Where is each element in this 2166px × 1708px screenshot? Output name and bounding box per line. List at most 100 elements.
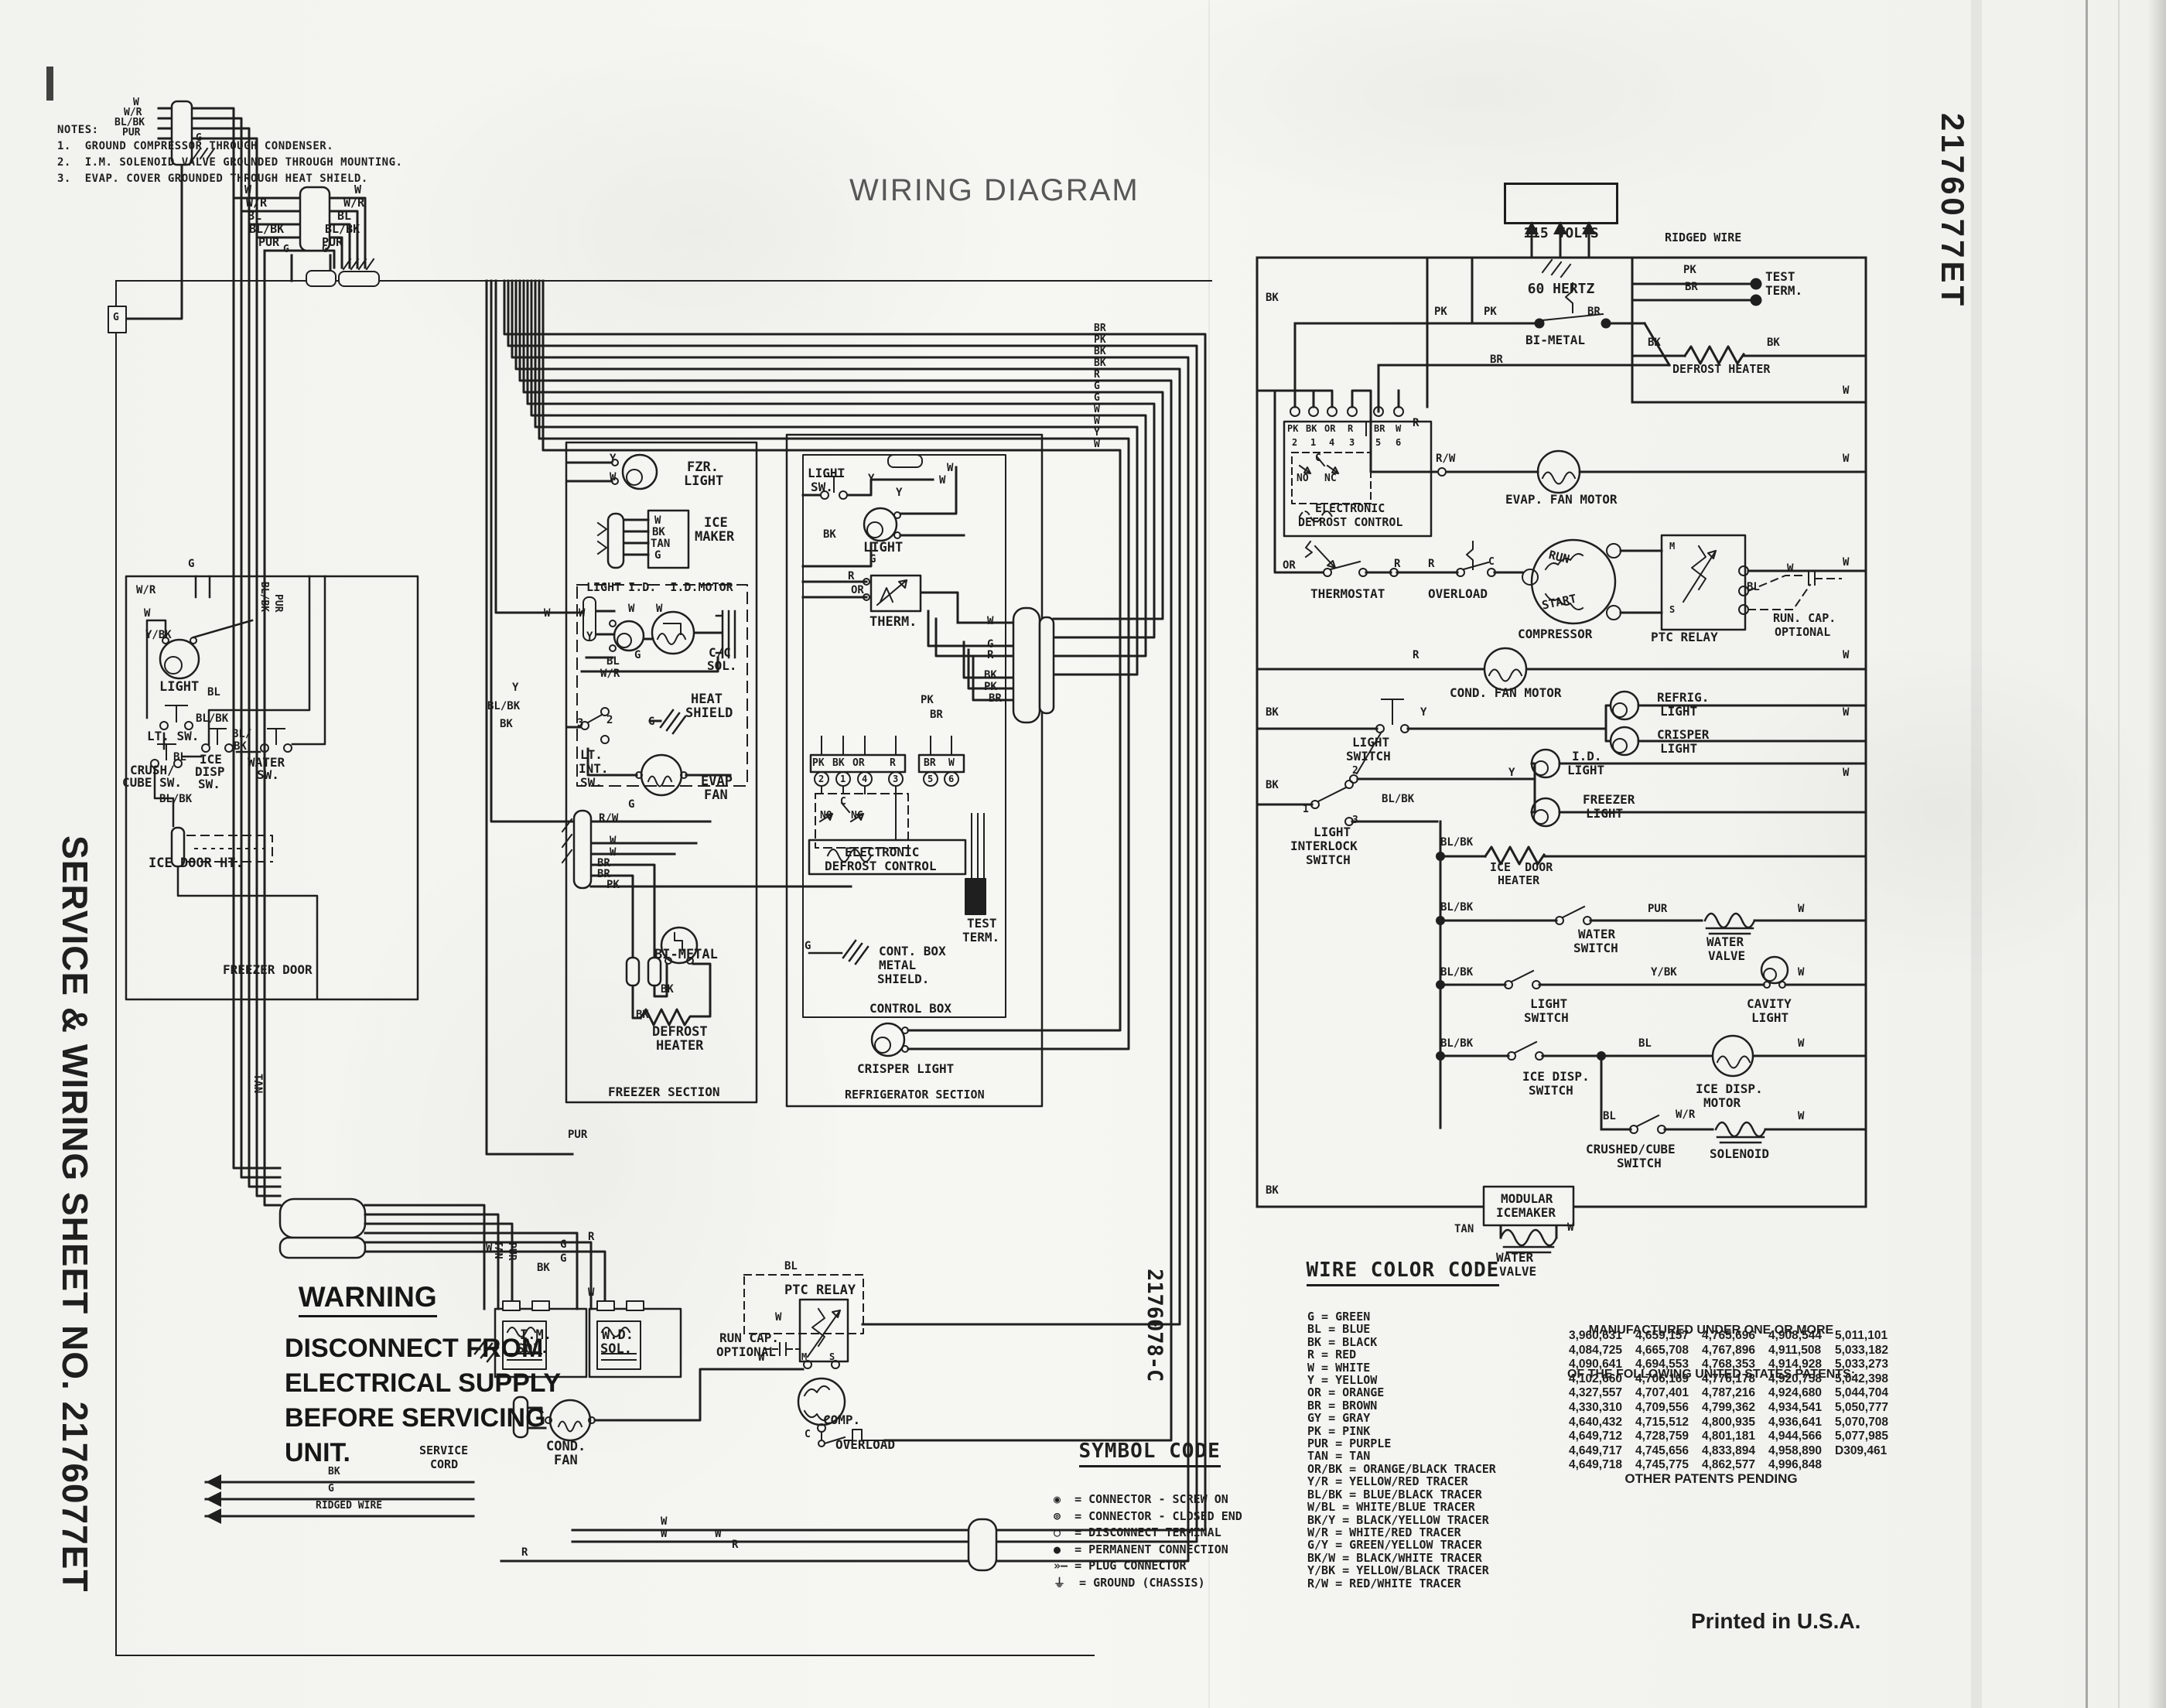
wire-label: PUR bbox=[272, 594, 284, 613]
patent-number: 4,914,928 bbox=[1768, 1358, 1822, 1372]
wire-label: BL bbox=[337, 209, 352, 223]
symbol-code-item: ⏚ = GROUND (CHASSIS) bbox=[1054, 1575, 1205, 1590]
wire-label: SWITCH bbox=[1524, 1010, 1569, 1025]
wire-label: W bbox=[1094, 439, 1100, 450]
patent-number: 4,911,508 bbox=[1768, 1343, 1822, 1357]
wire-label: W bbox=[1798, 903, 1805, 915]
patent-number: 4,649,717 bbox=[1569, 1443, 1622, 1457]
patent-number: 4,776,178 bbox=[1702, 1372, 1755, 1385]
label-lt-int-sw: LT. bbox=[580, 747, 603, 762]
wire-label: BR bbox=[924, 757, 936, 769]
wire-label: BL/BK bbox=[258, 582, 270, 613]
wire-label: BR bbox=[597, 857, 610, 869]
power-volts: 115 VOLTS bbox=[1523, 225, 1599, 241]
wire-label: BK bbox=[1306, 423, 1317, 434]
wire-label: W bbox=[579, 607, 586, 620]
wire-label: W bbox=[1094, 404, 1100, 415]
wire-color-code-item: R/W = RED/WHITE TRACER bbox=[1307, 1576, 1461, 1590]
wire-label: DEFROST CONTROL bbox=[1298, 515, 1403, 529]
wire-label: R bbox=[1394, 558, 1401, 570]
wire-label: BL/BK bbox=[249, 222, 285, 236]
label-freezer-section: FREEZER SECTION bbox=[608, 1085, 720, 1099]
wire-label: G bbox=[648, 716, 655, 728]
wire-label: G bbox=[1094, 392, 1100, 404]
label-rs-light-sw: LIGHT bbox=[808, 466, 846, 480]
patent-number: 5,044,704 bbox=[1835, 1386, 1888, 1400]
wire-label: W bbox=[656, 603, 663, 615]
wire-label: 2 bbox=[606, 714, 613, 726]
wire-label: BL bbox=[606, 655, 620, 668]
label-compressor: COMPRESSOR bbox=[1518, 627, 1593, 641]
label-ice-door-heater-right: ICE DOOR bbox=[1490, 860, 1553, 874]
patents-footer: OTHER PATENTS PENDING bbox=[1624, 1471, 1798, 1486]
wire-label: W bbox=[1396, 423, 1402, 434]
wire-label: G bbox=[283, 244, 289, 255]
label-ice-disp-sw: ICE bbox=[200, 752, 222, 767]
wire-label: R bbox=[1094, 369, 1100, 381]
label-cavity-light: CAVITY bbox=[1747, 996, 1792, 1011]
wire-label: G bbox=[196, 132, 202, 144]
patent-number: 4,728,759 bbox=[1635, 1430, 1689, 1443]
wire-label: SHIELD bbox=[685, 705, 733, 721]
patent-number: 5,011,101 bbox=[1835, 1329, 1888, 1342]
page-title: WIRING DIAGRAM bbox=[849, 173, 1139, 207]
label-water-valve-2: WATER bbox=[1496, 1250, 1534, 1265]
patents-heading-line2: OF THE FOLLOWING UNITED STATES PATENTS: bbox=[1566, 1368, 1856, 1381]
label-water-valve: WATER bbox=[1706, 934, 1744, 949]
wire-label: G bbox=[869, 553, 876, 565]
wire-label: W bbox=[987, 615, 994, 627]
wire-label: W/R bbox=[1676, 1108, 1696, 1121]
label-run-cap-right: RUN. CAP. bbox=[1773, 611, 1836, 625]
wire-label: BK bbox=[1094, 346, 1106, 357]
label-refrig-light: REFRIG. bbox=[1657, 690, 1710, 705]
patent-number: 5,070,708 bbox=[1835, 1415, 1888, 1429]
label-crisper-left: CRISPER LIGHT bbox=[857, 1061, 955, 1076]
wire-label: PK bbox=[1484, 306, 1497, 318]
wire-color-code-item: BL/BK = BLUE/BLACK TRACER bbox=[1307, 1487, 1482, 1501]
label-ridged-wire-top: RIDGED WIRE bbox=[1665, 231, 1742, 244]
wire-label: 5 bbox=[1375, 437, 1382, 448]
patent-number: 4,327,557 bbox=[1569, 1386, 1622, 1400]
wire-label: BL/ bbox=[232, 728, 252, 740]
wire-label: SW. bbox=[811, 480, 833, 494]
patent-number: 4,862,577 bbox=[1702, 1458, 1755, 1472]
wire-label: W bbox=[758, 1351, 765, 1364]
patent-number: 4,745,775 bbox=[1635, 1458, 1689, 1472]
wire-label: CORD bbox=[430, 1457, 459, 1471]
wire-label: 2 bbox=[818, 774, 825, 784]
patent-number: 4,745,656 bbox=[1635, 1443, 1689, 1457]
wire-label: W/R bbox=[600, 668, 620, 680]
wire-label: W bbox=[628, 603, 635, 615]
label-light-interlock: LIGHT bbox=[1314, 825, 1351, 839]
wire-label: W bbox=[654, 514, 661, 527]
label-ptc-relay-left: PTC RELAY bbox=[784, 1283, 856, 1298]
wire-label: G bbox=[328, 1483, 334, 1494]
wire-label: C bbox=[1488, 556, 1495, 568]
patent-number: 4,944,566 bbox=[1768, 1430, 1822, 1443]
wire-label: W/R bbox=[124, 107, 142, 118]
wire-label: W bbox=[1798, 1110, 1805, 1122]
wire-color-code-item: W/R = WHITE/RED TRACER bbox=[1307, 1525, 1461, 1539]
wire-label: W bbox=[244, 183, 252, 196]
wire-label: TERM. bbox=[1765, 283, 1803, 298]
wire-label: G bbox=[560, 1252, 567, 1265]
scan-corner-mark bbox=[46, 67, 53, 101]
warning-heading: WARNING bbox=[298, 1281, 437, 1317]
wire-label: BL/BK bbox=[1440, 836, 1474, 849]
wire-color-code-item: Y = YELLOW bbox=[1307, 1373, 1378, 1388]
wire-label: VALVE bbox=[1708, 948, 1746, 963]
wire-label: PUR bbox=[122, 127, 141, 138]
wire-label: 2 bbox=[1292, 437, 1298, 448]
wire-label: NC bbox=[851, 810, 863, 822]
symbol-code: SYMBOL CODE ◉ = CONNECTOR - SCREW ON⊚ = … bbox=[1049, 1425, 1242, 1621]
wire-label: BK bbox=[234, 740, 247, 753]
label-overload-right: OVERLOAD bbox=[1428, 586, 1488, 601]
wire-label: G bbox=[188, 558, 195, 570]
patent-number: 4,800,935 bbox=[1702, 1415, 1755, 1429]
wire-label: METAL bbox=[879, 958, 917, 972]
warning-line: ELECTRICAL SUPPLY bbox=[285, 1368, 562, 1398]
wire-label: G bbox=[628, 798, 635, 811]
patent-number: 4,801,181 bbox=[1702, 1430, 1755, 1443]
